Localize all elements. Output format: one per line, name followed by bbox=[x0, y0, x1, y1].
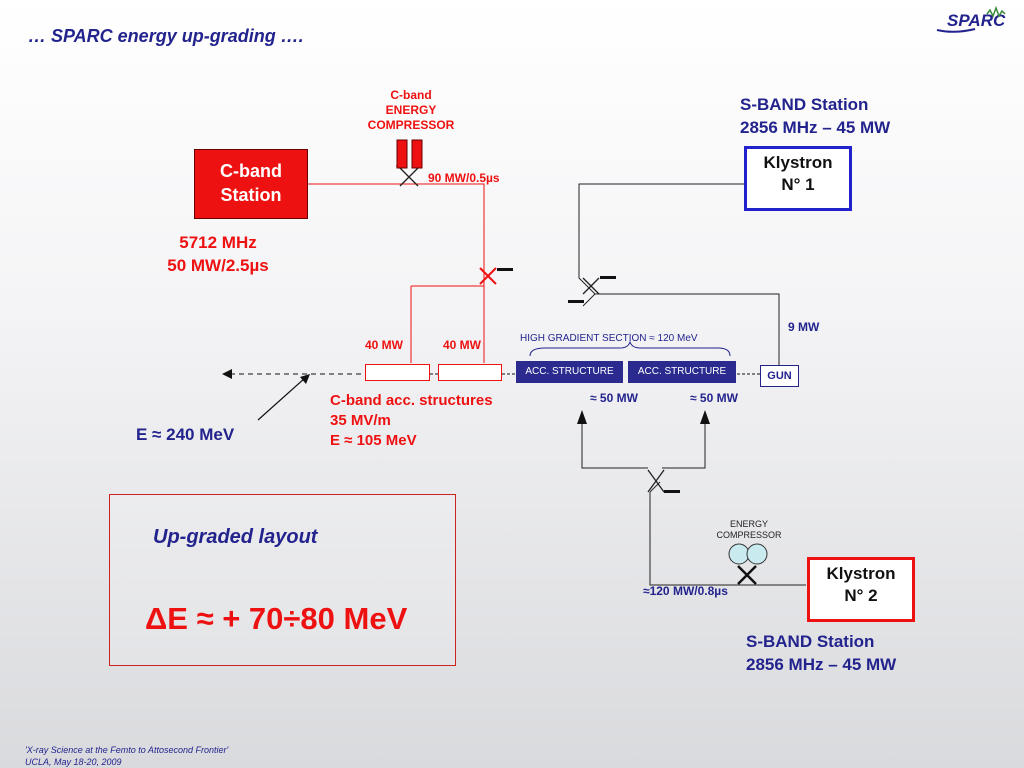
cband-compressor-label: C-band ENERGY COMPRESSOR bbox=[355, 88, 467, 133]
footer: 'X-ray Science at the Femto to Attosecon… bbox=[25, 744, 228, 768]
logo-text: SPARC bbox=[947, 11, 1006, 30]
cband-freq: 5712 MHz bbox=[179, 233, 257, 252]
sband-compressor-label: ENERGY COMPRESSOR bbox=[708, 519, 790, 541]
klystron-1-line1: Klystron bbox=[763, 153, 833, 172]
klystron-2-line2: N° 2 bbox=[844, 586, 878, 605]
cband-struct-label: C-band acc. structures 35 MV/m E ≈ 105 M… bbox=[330, 391, 493, 451]
cband-specs: 5712 MHz 50 MW/2.5µs bbox=[150, 231, 286, 277]
cband-compressed-power: 90 MW/0.5µs bbox=[428, 171, 500, 185]
gun-power: 9 MW bbox=[788, 320, 820, 334]
cband-power: 50 MW/2.5µs bbox=[167, 256, 269, 275]
cband-struct-power-1: 40 MW bbox=[365, 338, 404, 352]
sband2-station-label: S-BAND Station 2856 MHz – 45 MW bbox=[746, 630, 896, 676]
cband-acc-structure-1 bbox=[365, 364, 430, 381]
final-energy: E ≈ 240 MeV bbox=[136, 425, 235, 444]
sband2-station-line1: S-BAND Station bbox=[746, 632, 875, 651]
sband2-station-line2: 2856 MHz – 45 MW bbox=[746, 655, 897, 674]
footer-line1: 'X-ray Science at the Femto to Attosecon… bbox=[25, 745, 229, 755]
cband-compressor-line2: ENERGY bbox=[385, 103, 437, 117]
klystron-1-line2: N° 1 bbox=[781, 175, 815, 194]
klystron-2: Klystron N° 2 bbox=[807, 557, 915, 622]
sband1-station-line1: S-BAND Station bbox=[740, 95, 869, 114]
energy-gain: ΔE ≈ + 70÷80 MeV bbox=[145, 601, 408, 636]
cband-compressor-line3: COMPRESSOR bbox=[367, 118, 455, 132]
cband-station-box: C-band Station bbox=[194, 149, 308, 219]
acc2-power: ≈ 50 MW bbox=[690, 391, 738, 405]
klystron-2-line1: Klystron bbox=[826, 564, 896, 583]
cband-struct-label-2: 35 MV/m bbox=[330, 412, 391, 429]
gun-box: GUN bbox=[760, 365, 799, 387]
acc-structure-1: ACC. STRUCTURE bbox=[516, 361, 623, 383]
cband-struct-label-3: E ≈ 105 MeV bbox=[330, 432, 417, 449]
cband-acc-structure-2 bbox=[438, 364, 502, 381]
sband-compressor-line1: ENERGY bbox=[729, 519, 768, 529]
klystron-1: Klystron N° 1 bbox=[744, 146, 852, 211]
acc1-power: ≈ 50 MW bbox=[590, 391, 638, 405]
high-gradient-label: HIGH GRADIENT SECTION ≈ 120 MeV bbox=[520, 333, 698, 344]
footer-line2: UCLA, May 18-20, 2009 bbox=[25, 757, 122, 767]
slide-title: … SPARC energy up-grading …. bbox=[28, 26, 304, 46]
cband-struct-label-1: C-band acc. structures bbox=[330, 392, 493, 409]
cband-station-line2: Station bbox=[220, 185, 282, 205]
sband-compressor-line2: COMPRESSOR bbox=[716, 530, 782, 540]
sband1-station-label: S-BAND Station 2856 MHz – 45 MW bbox=[740, 93, 890, 139]
cband-station-line1: C-band bbox=[220, 161, 282, 181]
cband-struct-power-2: 40 MW bbox=[443, 338, 482, 352]
upgrade-heading: Up-graded layout bbox=[153, 526, 318, 548]
sband1-station-line2: 2856 MHz – 45 MW bbox=[740, 118, 891, 137]
acc-structure-2: ACC. STRUCTURE bbox=[628, 361, 736, 383]
sparc-logo: SPARC bbox=[936, 5, 1006, 33]
upgrade-summary-box bbox=[109, 494, 456, 666]
cband-compressor-line1: C-band bbox=[390, 88, 432, 102]
sband2-compressed-power: ≈120 MW/0.8µs bbox=[643, 584, 728, 598]
